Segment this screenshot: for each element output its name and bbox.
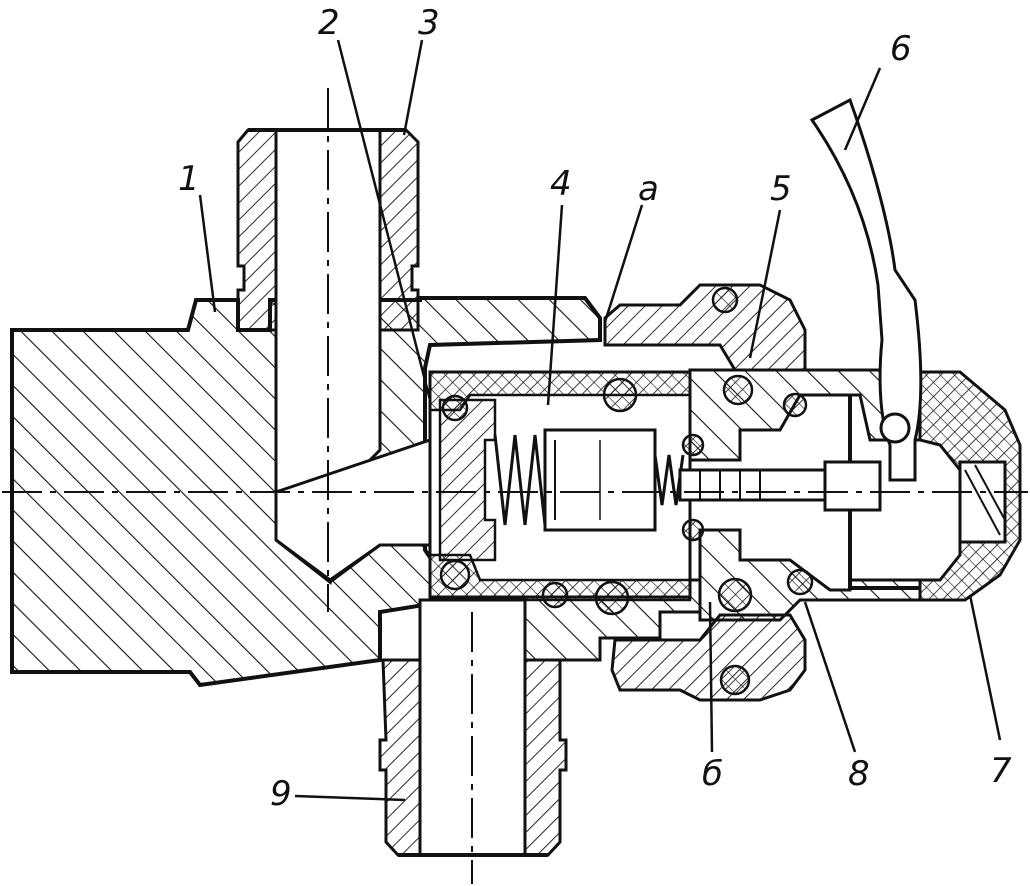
lever	[809, 97, 923, 482]
seal-rings	[439, 286, 814, 696]
spring	[493, 434, 547, 526]
label-8: 8	[848, 754, 870, 794]
top-fitting-left-wall	[236, 128, 278, 332]
label-7: 7	[990, 751, 1012, 791]
lever-pivot	[879, 412, 911, 444]
seat-block	[438, 398, 497, 562]
drill-point	[275, 538, 381, 584]
shell-part-8	[848, 395, 920, 590]
stem-nut	[823, 460, 882, 512]
top-fitting-right-wall	[378, 128, 420, 332]
bottom-fitting-left-wall	[378, 658, 422, 857]
label-b: б	[702, 754, 723, 794]
label-5: 5	[770, 169, 792, 209]
bottom-fitting-right-wall	[523, 658, 568, 857]
right-spring	[653, 454, 685, 506]
label-1: 1	[178, 159, 200, 199]
label-4: 4	[550, 164, 572, 204]
leader-lines	[198, 39, 1002, 802]
label-9: 9	[270, 774, 292, 814]
label-a: а	[638, 169, 659, 209]
label-3: 3	[418, 3, 440, 43]
label-2: 2	[318, 3, 340, 43]
label-6: 6	[890, 29, 912, 69]
union-nut-upper	[603, 283, 807, 372]
